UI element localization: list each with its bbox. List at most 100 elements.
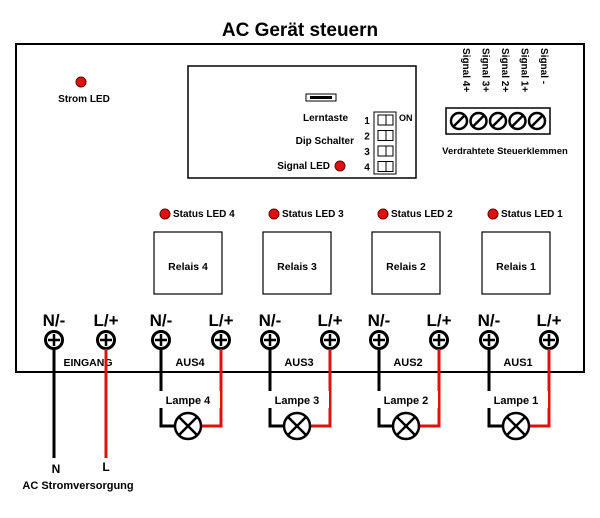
supply-caption: AC Stromversorgung bbox=[22, 480, 133, 492]
signal-terminal-caption: Verdrahtete Steuerklemmen bbox=[442, 146, 568, 157]
neutral-terminal bbox=[479, 330, 499, 350]
neutral-terminal-label: N/- bbox=[368, 311, 391, 330]
neutral-wire bbox=[377, 349, 392, 428]
status-led-label: Status LED 3 bbox=[282, 209, 344, 220]
live-terminal bbox=[320, 330, 340, 350]
neutral-terminal-label: N/- bbox=[478, 311, 501, 330]
live-terminal bbox=[539, 330, 559, 350]
lamp-icon bbox=[501, 411, 531, 441]
signal-terminal-label: Signal 2+ bbox=[499, 48, 510, 92]
learn-button-label: Lerntaste bbox=[303, 113, 348, 124]
status-led bbox=[159, 208, 171, 220]
power-led-label: Strom LED bbox=[58, 94, 110, 105]
diagram-title: AC Gerät steuern bbox=[222, 20, 378, 41]
dip-toggle-1 bbox=[377, 114, 387, 126]
signal-terminal-screw bbox=[449, 111, 469, 131]
status-led-label: Status LED 2 bbox=[391, 209, 453, 220]
output-label: AUS3 bbox=[284, 357, 313, 369]
status-led bbox=[268, 208, 280, 220]
live-wire bbox=[530, 349, 551, 428]
status-led-label: Status LED 1 bbox=[501, 209, 563, 220]
live-wire bbox=[420, 349, 441, 428]
signal-terminal-screw bbox=[508, 111, 527, 131]
live-wire bbox=[202, 349, 223, 428]
neutral-terminal bbox=[260, 330, 280, 350]
relay-label: Relais 1 bbox=[496, 261, 536, 273]
output-label: AUS4 bbox=[175, 357, 205, 369]
lamp-icon bbox=[282, 411, 312, 441]
output-label: AUS1 bbox=[503, 357, 532, 369]
live-wire bbox=[311, 349, 332, 428]
input-neutral-label: N/- bbox=[43, 311, 66, 330]
neutral-wire bbox=[487, 349, 502, 428]
relay-box bbox=[371, 231, 441, 295]
lamp-label: Lampe 3 bbox=[275, 395, 320, 407]
input-live-label: L/+ bbox=[93, 311, 118, 330]
live-terminal-label: L/+ bbox=[317, 311, 342, 330]
dip-toggle-2 bbox=[377, 130, 387, 141]
dip-toggle-3 bbox=[377, 145, 387, 157]
input-live-terminal bbox=[96, 330, 116, 350]
relay-box bbox=[481, 231, 551, 295]
output-label: AUS2 bbox=[393, 357, 422, 369]
live-terminal bbox=[211, 330, 231, 350]
dip-toggle-4 bbox=[377, 161, 387, 172]
signal-terminal-label: Signal - bbox=[538, 48, 549, 84]
signal-terminal-screw bbox=[527, 111, 547, 131]
power-input: N/- L/+ EINGANG N L AC Stromversorgung bbox=[22, 311, 133, 492]
supply-l-label: L bbox=[102, 460, 109, 474]
neutral-terminal-label: N/- bbox=[259, 311, 282, 330]
dip-number-4: 4 bbox=[364, 163, 370, 174]
live-terminal-label: L/+ bbox=[208, 311, 233, 330]
lamp-icon bbox=[173, 411, 203, 441]
neutral-terminal bbox=[151, 330, 171, 350]
relay-label: Relais 2 bbox=[386, 261, 426, 273]
signal-terminal-screw bbox=[469, 111, 488, 131]
status-led bbox=[487, 208, 499, 220]
supply-n-label: N bbox=[52, 462, 61, 476]
status-led-label: Status LED 4 bbox=[173, 209, 235, 220]
lamp-label: Lampe 2 bbox=[384, 395, 429, 407]
lamp-label-bg bbox=[484, 391, 548, 408]
dip-switch bbox=[373, 111, 397, 175]
learn-button bbox=[305, 93, 337, 102]
lamp-label-bg bbox=[156, 391, 220, 408]
dip-on-label: ON bbox=[399, 113, 413, 123]
input-label: EINGANG bbox=[63, 357, 112, 369]
signal-led-label: Signal LED bbox=[277, 161, 330, 172]
lamp-label: Lampe 4 bbox=[166, 395, 212, 407]
dip-number-1: 1 bbox=[364, 116, 370, 127]
signal-terminal-screw bbox=[488, 111, 508, 131]
relay-label: Relais 3 bbox=[277, 261, 317, 273]
neutral-wire bbox=[268, 349, 283, 428]
dip-number-3: 3 bbox=[364, 147, 370, 158]
signal-terminal-label: Signal 3+ bbox=[480, 48, 491, 92]
neutral-wire bbox=[159, 349, 174, 428]
lamp-icon bbox=[391, 411, 421, 441]
neutral-terminal-label: N/- bbox=[150, 311, 173, 330]
power-led bbox=[75, 76, 87, 88]
lamp-label-bg bbox=[265, 391, 329, 408]
signal-terminal-label: Signal 1+ bbox=[519, 48, 530, 92]
dip-switch-label: Dip Schalter bbox=[296, 136, 354, 147]
lamp-label: Lampe 1 bbox=[494, 395, 539, 407]
relay-label: Relais 4 bbox=[168, 261, 208, 273]
relay-box bbox=[153, 231, 223, 295]
neutral-terminal bbox=[369, 330, 389, 350]
lamp-label-bg bbox=[374, 391, 438, 408]
relay-box bbox=[262, 231, 332, 295]
status-led bbox=[377, 208, 389, 220]
signal-terminal-label: Signal 4+ bbox=[460, 48, 471, 92]
live-terminal bbox=[429, 330, 449, 350]
signal-led bbox=[334, 160, 346, 172]
dip-number-2: 2 bbox=[364, 132, 370, 143]
live-terminal-label: L/+ bbox=[426, 311, 451, 330]
live-terminal-label: L/+ bbox=[536, 311, 561, 330]
input-neutral-terminal bbox=[44, 330, 64, 350]
